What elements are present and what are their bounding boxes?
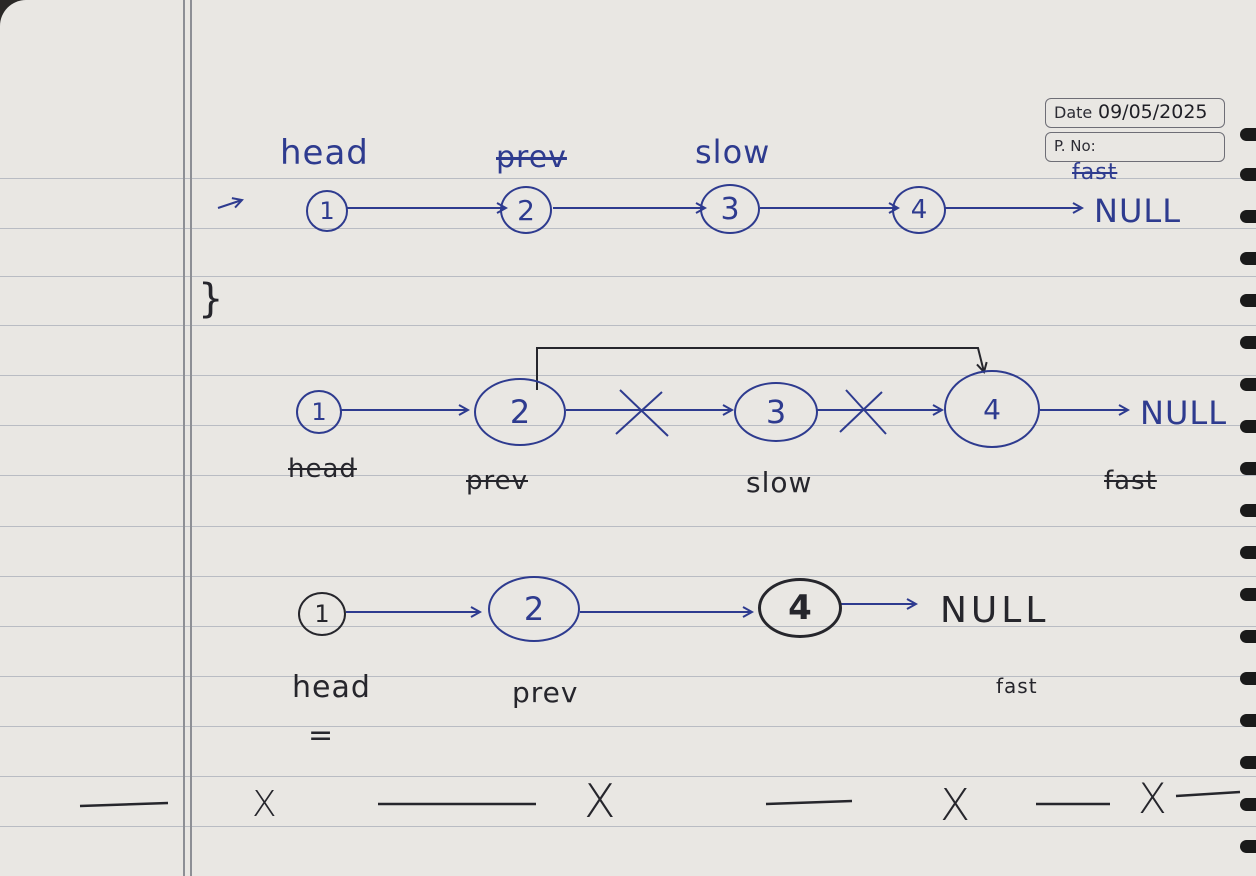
cross-mark: X [940,780,972,831]
list-node: 2 [488,576,580,642]
bypass-link [536,347,984,390]
list-node: 3 [734,382,818,442]
ruled-line [0,526,1256,528]
spiral-ring [1240,210,1256,223]
list-node: 1 [298,592,346,636]
date-value: 09/05/2025 [1098,101,1208,123]
spiral-ring [1240,672,1256,685]
ruled-line [0,425,1256,427]
label-fast: fast [1104,466,1157,496]
ruled-line [0,726,1256,728]
ruled-line [0,475,1256,477]
spiral-ring [1240,546,1256,559]
null-terminal: NULL [940,590,1050,631]
bottom-row-dashes [79,790,1241,808]
page-number-field: P. No: [1045,132,1225,162]
ruled-line [0,576,1256,578]
null-terminal: NULL [1140,394,1228,432]
node-value: 2 [523,590,545,628]
label-prev: prev [466,466,529,496]
ruled-line [0,826,1256,828]
diagram-3-arrows [346,604,916,612]
spiral-ring [1240,336,1256,349]
list-node: 3 [700,184,760,234]
spiral-ring [1240,378,1256,391]
spiral-ring [1240,462,1256,475]
node-value: 3 [765,393,787,431]
label-prev: prev [496,140,567,175]
spiral-ring [1240,128,1256,141]
spiral-ring [1240,798,1256,811]
page-number-label: P. No: [1054,137,1096,155]
ruled-line [0,375,1256,377]
cross-out-mark [839,389,887,435]
spiral-ring [1240,840,1256,853]
node-value: 1 [314,600,330,628]
ruled-line [0,676,1256,678]
ruled-line [0,626,1256,628]
list-node: 4 [944,370,1040,448]
equals-mark: = [308,718,335,753]
node-value: 4 [788,588,812,628]
cross-out-mark [615,389,669,437]
list-node: 4 [892,186,946,234]
label-slow: slow [695,133,771,171]
spiral-ring [1240,756,1256,769]
diagram-1-arrows [217,200,1082,209]
ruled-line [0,276,1256,278]
ruled-line [0,776,1256,778]
node-value: 2 [509,393,531,431]
node-value: 1 [311,398,327,426]
node-value: 4 [983,392,1001,426]
cross-mark: X [1138,774,1168,823]
label-head: head [288,454,357,484]
date-label: Date [1054,103,1093,122]
closing-brace: } [198,276,225,322]
ruled-line [0,228,1256,230]
spiral-ring [1240,588,1256,601]
list-node: 4 [758,578,842,638]
spiral-ring [1240,630,1256,643]
node-value: 2 [517,193,535,227]
label-head: head [292,670,371,705]
spiral-ring [1240,420,1256,433]
diagram-2-arrows [340,389,1128,437]
label-fast: fast [996,674,1038,698]
spiral-ring [1240,252,1256,265]
list-node: 2 [474,378,566,446]
node-value: 1 [319,197,335,225]
list-node: 2 [500,186,552,234]
date-page-box: Date 09/05/2025 P. No: [1045,98,1225,164]
spiral-ring [1240,714,1256,727]
cross-mark: X [584,774,617,828]
list-node: 1 [306,190,348,232]
spiral-ring [1240,504,1256,517]
label-slow: slow [746,466,813,499]
spiral-ring [1240,294,1256,307]
entry-arrow [217,200,242,209]
label-head: head [280,133,369,173]
margin-line [190,0,192,876]
ruled-line [0,325,1256,327]
ruled-line [0,178,1256,180]
label-prev: prev [512,676,579,709]
cross-mark: X [252,784,278,825]
list-node: 1 [296,390,342,434]
label-fast: fast [1072,160,1118,185]
node-value: 3 [720,191,740,227]
node-value: 4 [910,195,928,225]
null-terminal: NULL [1094,192,1182,230]
margin-line [183,0,185,876]
date-field: Date 09/05/2025 [1045,98,1225,128]
spiral-ring [1240,168,1256,181]
